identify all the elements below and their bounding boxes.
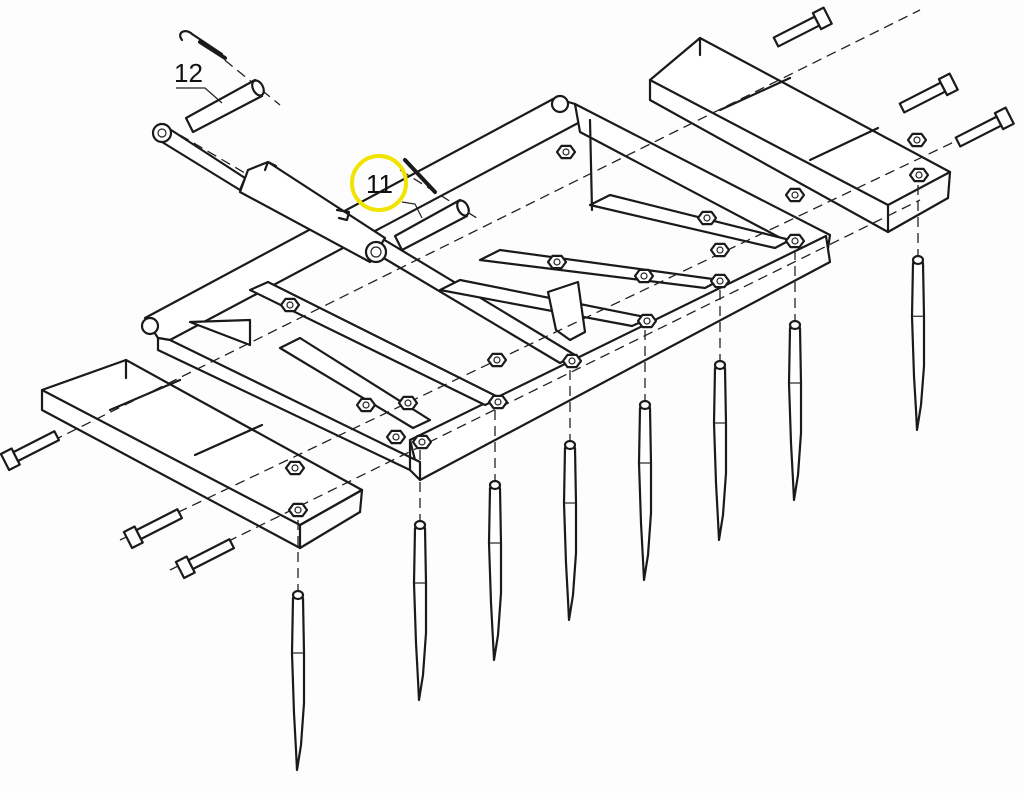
nut: [284, 460, 306, 476]
nut: [411, 434, 433, 450]
callout-label-11: 11: [366, 169, 393, 199]
left-bracket: [40, 358, 364, 550]
tine: [412, 450, 428, 702]
nut: [709, 273, 731, 289]
tines: [290, 185, 926, 772]
tine: [562, 370, 578, 622]
bolt: [954, 106, 1015, 148]
highlight-circle[interactable]: [350, 154, 408, 212]
nut: [633, 268, 655, 284]
nut: [636, 313, 658, 329]
tine: [910, 185, 926, 432]
right-bracket: [648, 36, 952, 234]
nut: [546, 254, 568, 270]
tine: [712, 290, 728, 542]
nut: [487, 394, 509, 410]
bolt: [898, 72, 959, 114]
callout-label-12: 12: [174, 58, 203, 88]
tine: [290, 520, 306, 772]
nut: [561, 353, 583, 369]
callout-11[interactable]: 11: [350, 154, 423, 219]
nut: [709, 242, 731, 258]
tine: [637, 330, 653, 582]
nut: [287, 502, 309, 518]
bolts: [0, 6, 1015, 580]
pin-12: [179, 30, 265, 134]
bolt: [0, 430, 61, 472]
nut: [355, 397, 377, 413]
nut: [385, 429, 407, 445]
hydraulic-cylinder: [151, 122, 388, 264]
bolt: [772, 6, 833, 48]
main-frame: [140, 94, 832, 482]
nut: [784, 187, 806, 203]
nut: [696, 210, 718, 226]
nut: [555, 144, 577, 160]
pin-11: [393, 158, 470, 252]
nut: [279, 297, 301, 313]
nuts: [279, 132, 930, 518]
tine: [487, 410, 503, 662]
nut: [397, 395, 419, 411]
bolt: [122, 508, 184, 550]
nut: [486, 352, 508, 368]
nut: [906, 132, 928, 148]
bolt: [174, 538, 236, 580]
nut: [908, 167, 930, 183]
callout-12: 12: [174, 58, 223, 104]
nut: [784, 233, 806, 249]
tine: [787, 250, 803, 502]
